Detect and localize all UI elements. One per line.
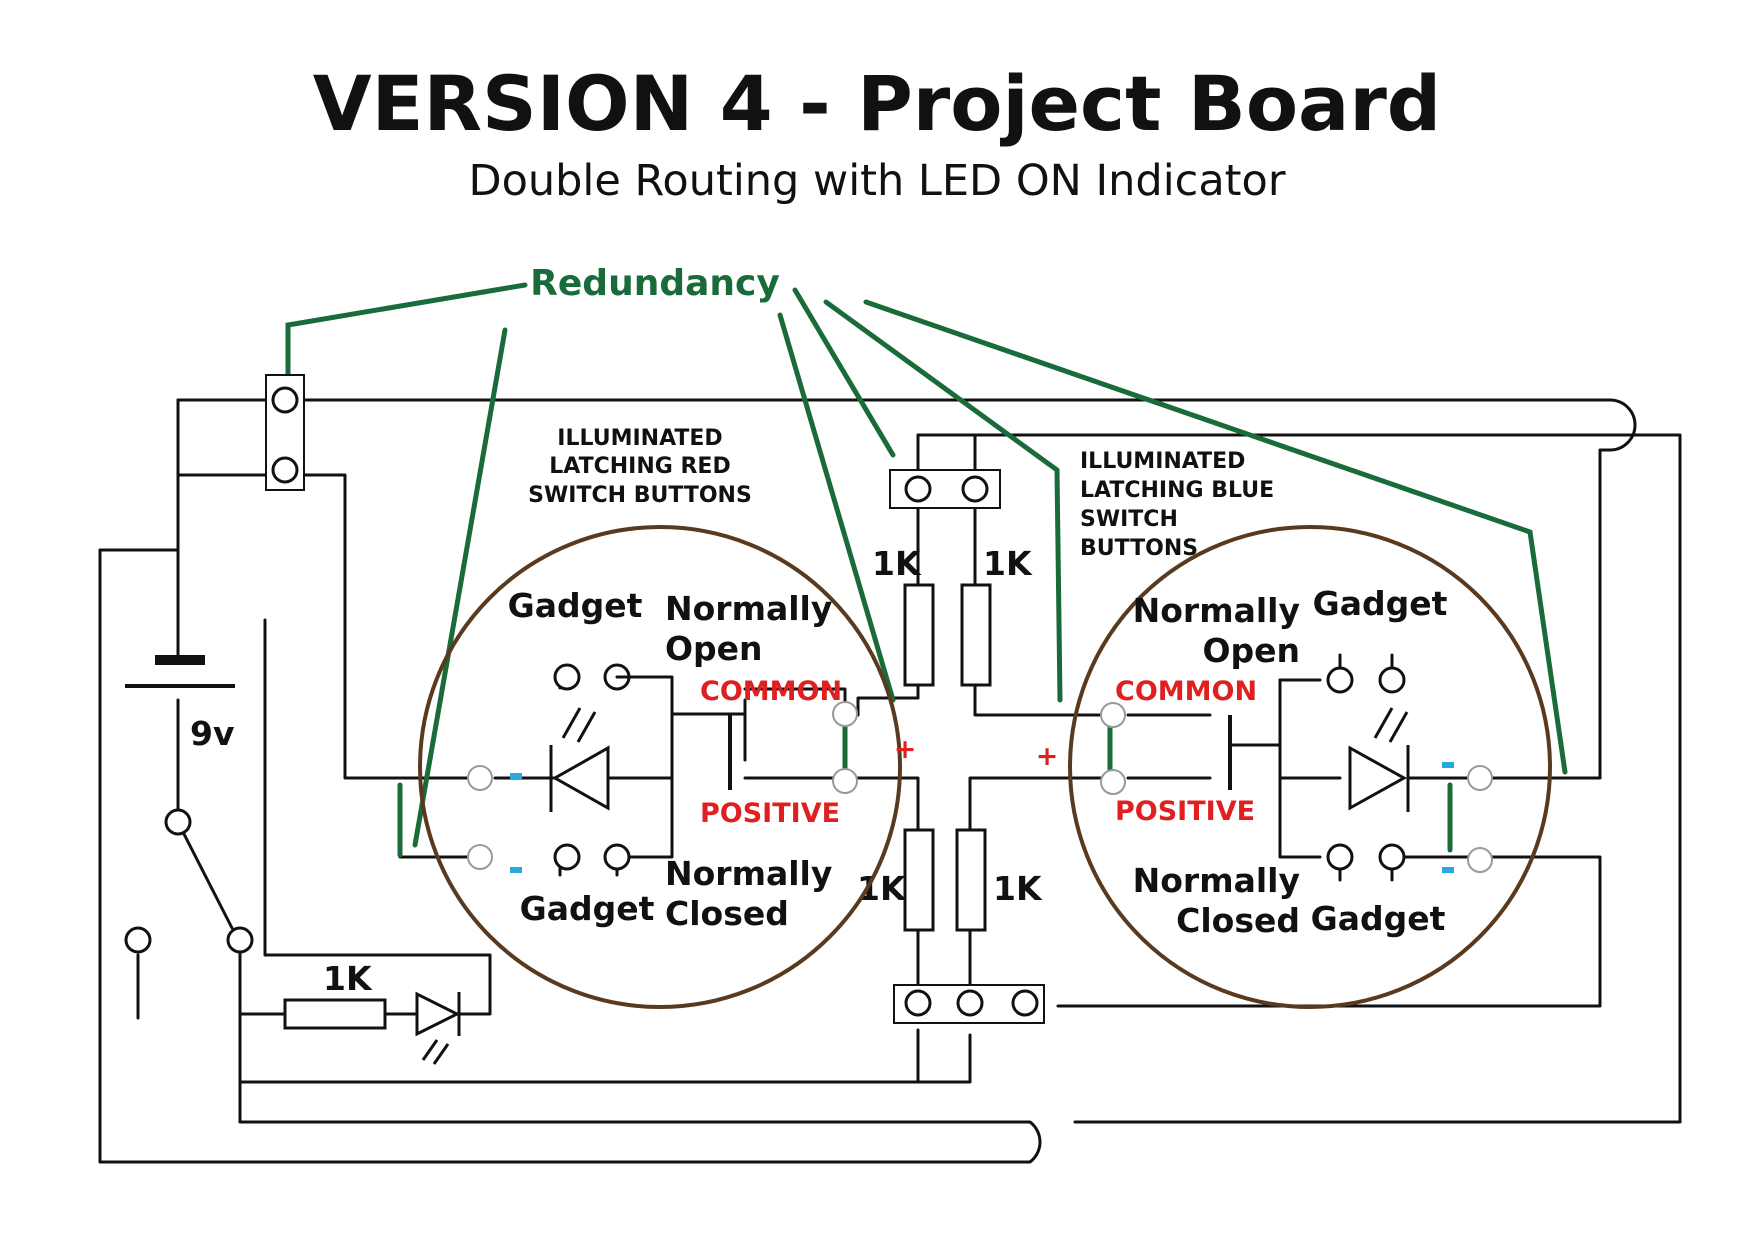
right-normally-closed-label: Closed <box>1176 901 1300 940</box>
right-positive-label: POSITIVE <box>1115 796 1255 827</box>
blue-switch-label-2: LATCHING BLUE <box>1080 478 1274 503</box>
blue-switch-button[interactable] <box>1068 525 1552 1009</box>
right-common-label: COMMON <box>1115 676 1257 707</box>
page-title: VERSION 4 - Project Board <box>313 59 1441 148</box>
red-switch-button[interactable] <box>418 525 902 1009</box>
left-normally-open-label: Normally <box>665 589 832 628</box>
right-normally-closed-label: Normally <box>1133 861 1300 900</box>
blue-switch-label-4: BUTTONS <box>1080 536 1198 561</box>
resistor-label: 1K <box>323 959 373 998</box>
left-positive-label: POSITIVE <box>700 798 840 829</box>
redundancy-lines <box>285 282 1568 858</box>
terminal-block-top <box>889 469 1001 509</box>
redundancy-label: Redundancy <box>530 263 780 304</box>
resistor-label: 1K <box>983 544 1033 583</box>
resistor-top-left <box>903 583 935 687</box>
blue-switch-label-1: ILLUMINATED <box>1080 449 1245 474</box>
left-normally-closed-label: Closed <box>665 894 789 933</box>
left-gadget-top-label: Gadget <box>508 586 643 625</box>
wiring <box>98 398 1682 1164</box>
resistor-label: 1K <box>857 869 907 908</box>
red-switch-label-3: SWITCH BUTTONS <box>528 483 752 508</box>
right-normally-open-label: Open <box>1202 631 1300 670</box>
resistor-label: 1K <box>993 869 1043 908</box>
right-normally-open-label: Normally <box>1133 591 1300 630</box>
resistor-led <box>283 998 387 1030</box>
left-normally-open-label: Open <box>665 629 763 668</box>
battery-label: 9v <box>190 714 235 753</box>
resistor-top-right <box>960 583 992 687</box>
left-normally-closed-label: Normally <box>665 854 832 893</box>
blue-switch-label-3: SWITCH <box>1080 507 1178 532</box>
plus-marker: + <box>894 734 917 765</box>
right-gadget-top-label: Gadget <box>1313 584 1448 623</box>
left-common-label: COMMON <box>700 676 842 707</box>
terminal-block-left <box>265 374 305 491</box>
indicator-led <box>415 991 461 1065</box>
right-switch-led <box>1348 707 1410 812</box>
page-subtitle: Double Routing with LED ON Indicator <box>468 156 1285 206</box>
red-switch-label-2: LATCHING RED <box>549 454 730 479</box>
left-switch-led <box>549 707 610 812</box>
resistor-label: 1K <box>872 544 922 583</box>
terminal-block-bottom <box>893 984 1045 1024</box>
resistor-bottom-left <box>903 828 935 932</box>
left-gadget-bottom-label: Gadget <box>520 889 655 928</box>
right-gadget-bottom-label: Gadget <box>1311 899 1446 938</box>
battery <box>125 655 235 688</box>
right-switch-terminals <box>1100 666 1493 873</box>
resistor-bottom-right <box>955 828 987 932</box>
plus-marker: + <box>1036 741 1059 772</box>
red-switch-label-1: ILLUMINATED <box>557 426 722 451</box>
main-switch <box>124 808 254 954</box>
